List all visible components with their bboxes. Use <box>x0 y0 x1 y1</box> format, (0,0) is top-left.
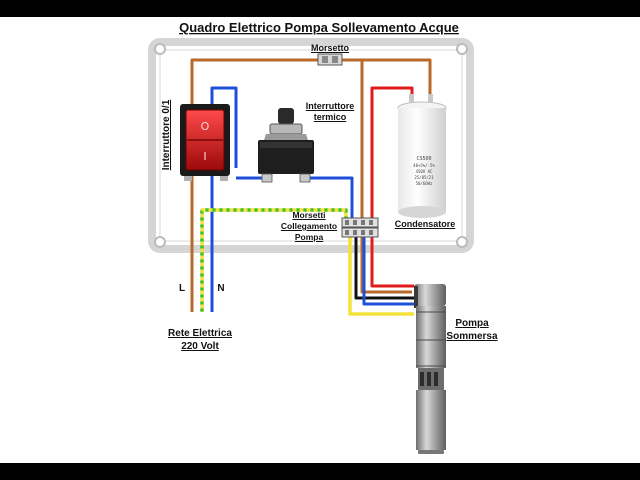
top-letterbox <box>0 0 640 17</box>
wire-earth-yellow <box>200 208 348 312</box>
switch-symbol-on: I <box>203 150 206 163</box>
capacitor-text-line-2: 40+5%/-5% <box>413 163 435 168</box>
wires <box>190 58 432 316</box>
capacitor-text-line-1: CS500 <box>416 156 431 162</box>
wire-yellow <box>348 230 414 316</box>
label-rete-line1: Rete Elettrica <box>168 328 232 339</box>
label-morsetto: Morsetto <box>311 43 349 53</box>
label-morsetti-line2: Collegamento <box>280 221 338 231</box>
label-wire-N: N <box>217 283 225 294</box>
thermal-switch <box>258 108 314 183</box>
submersible-pump <box>414 284 446 454</box>
wire-blue-thermal <box>236 176 354 218</box>
diagram-title: Quadro Elettrico Pompa Sollevamento Acqu… <box>179 20 459 35</box>
panel-enclosure <box>148 38 474 253</box>
wire-blue-N <box>210 86 238 312</box>
rocker-switch: O I <box>180 104 230 181</box>
bottom-letterbox <box>0 463 640 480</box>
label-rete-line2: 220 Volt <box>181 341 219 352</box>
label-interruttore-01: Interruttore 0/1 <box>161 99 172 171</box>
wire-brown-pump <box>360 236 412 294</box>
label-condensatore: Condensatore <box>394 219 456 229</box>
morsetto-terminal <box>317 53 343 66</box>
wire-blue-pump <box>362 236 414 306</box>
capacitor-text-line-5: 50/60Hz <box>416 181 433 186</box>
wire-brown-to-terminals <box>340 58 364 218</box>
capacitor-label: CS500 40+5%/-5% 450V AC 25/85/21 50/60Hz <box>413 156 435 186</box>
label-morsetti-line1: Morsetti <box>292 210 326 220</box>
capacitor-text-line-4: 25/85/21 <box>414 175 434 180</box>
switch-symbol-off: O <box>201 120 210 133</box>
label-interruttore-termico-line2: termico <box>313 112 347 122</box>
label-wire-L: L <box>178 283 186 294</box>
wire-black <box>354 236 414 300</box>
capacitor: CS500 40+5%/-5% 450V AC 25/85/21 50/60Hz <box>397 94 447 218</box>
label-interruttore-termico-line1: Interruttore <box>305 101 355 111</box>
wire-earth-green <box>200 208 348 312</box>
wire-brown-L <box>190 58 432 312</box>
label-pompa-line2: Sommersa <box>446 331 498 342</box>
capacitor-text-line-3: 450V AC <box>416 169 433 174</box>
label-morsetti-line3: Pompa <box>294 232 324 242</box>
pump-terminal-blocks <box>341 217 379 238</box>
label-pompa-line1: Pompa <box>455 318 489 329</box>
panel-screw-holes <box>154 43 468 248</box>
